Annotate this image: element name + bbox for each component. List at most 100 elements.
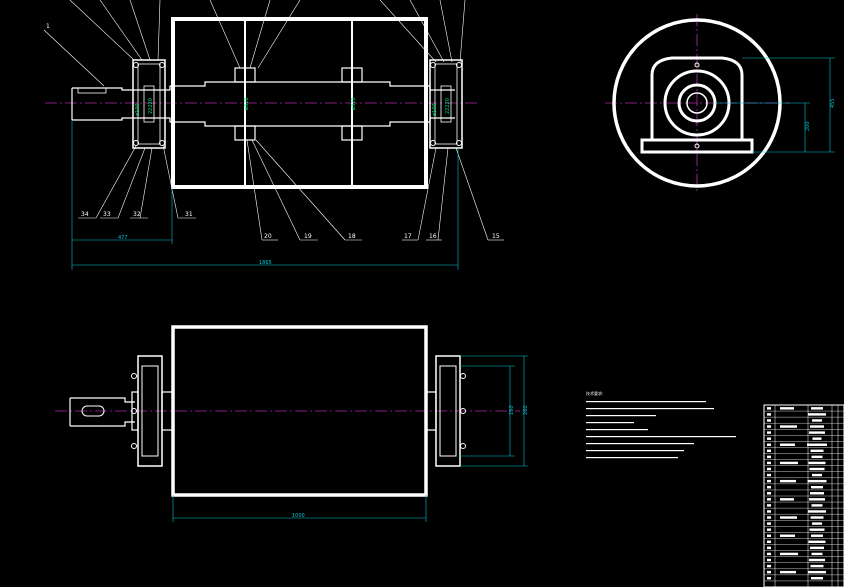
parts-row-name xyxy=(780,516,797,519)
pillow-block-base xyxy=(640,138,754,154)
dim-drum-width: 1000 xyxy=(292,513,305,519)
notes-title: 技术要求: xyxy=(586,390,603,396)
section-view: ø100 22220 ø100 22220 ø320 ø320 xyxy=(43,0,504,270)
parts-row-name xyxy=(780,425,797,428)
left-bearing-seat xyxy=(137,63,161,145)
parts-row-text xyxy=(808,570,826,574)
parts-row-text xyxy=(810,516,824,519)
plan-view: 150 280 1000 xyxy=(55,325,529,522)
parts-row-name xyxy=(780,552,798,556)
plan-left-collar xyxy=(161,391,174,431)
hub-right-bottom xyxy=(341,125,363,141)
parts-row-number xyxy=(767,528,771,531)
leader-lines-bottom xyxy=(78,139,504,241)
parts-row-name xyxy=(780,479,796,483)
bearing-label-hub-left: ø320 xyxy=(244,97,250,110)
parts-row-name xyxy=(780,461,798,465)
parts-row-text xyxy=(808,461,826,465)
drum-shell xyxy=(171,17,428,189)
parts-row-number xyxy=(767,461,771,465)
parts-row-number xyxy=(767,425,771,428)
parts-row-number xyxy=(767,552,771,556)
parts-list-rows xyxy=(764,407,844,582)
bearing-label-left-outer: ø100 xyxy=(135,103,141,116)
left-bolt-icon xyxy=(133,140,139,146)
parts-list xyxy=(763,404,844,587)
parts-row-text xyxy=(812,419,822,422)
parts-row-name xyxy=(780,443,795,446)
left-bolt-icon xyxy=(133,62,139,68)
parts-row-number xyxy=(767,546,771,550)
parts-row-number xyxy=(767,473,771,477)
balloon-17: 17 xyxy=(404,233,412,240)
parts-row-text xyxy=(811,485,823,489)
plan-right-block-inner xyxy=(439,365,457,457)
parts-row-text xyxy=(810,449,824,453)
parts-row-number xyxy=(767,467,771,471)
parts-row-number xyxy=(767,443,771,446)
technical-notes: 技术要求: xyxy=(586,390,736,459)
parts-row-number xyxy=(767,504,771,507)
parts-row-text xyxy=(809,558,825,562)
balloon-34: 34 xyxy=(81,211,89,218)
parts-row-name xyxy=(780,498,794,501)
parts-row-number xyxy=(767,485,771,489)
balloon-19: 19 xyxy=(304,233,312,240)
hub-right-top xyxy=(341,67,363,83)
plan-left-bolt-icon xyxy=(131,373,137,379)
parts-row-text xyxy=(810,546,824,550)
dim-housing-outer: 280 xyxy=(523,405,529,415)
parts-row-text xyxy=(808,413,826,416)
base-bolt-icon xyxy=(694,143,700,149)
dim-end-height: 200 xyxy=(805,121,811,131)
parts-row-number xyxy=(767,455,771,459)
parts-row-text xyxy=(808,540,826,544)
left-bolt-icon xyxy=(159,140,165,146)
balloon-31: 31 xyxy=(185,211,193,218)
bearing-label-left-inner: 22220 xyxy=(148,98,154,114)
parts-row-text xyxy=(809,498,825,501)
leader-lines-top xyxy=(43,0,466,87)
dimension-lines-top xyxy=(71,120,459,270)
hub-left-top xyxy=(234,67,256,83)
pillow-block-body xyxy=(650,56,744,140)
shaft-bottom-edge xyxy=(72,117,455,127)
right-bearing-seat xyxy=(434,63,458,145)
parts-row-text xyxy=(811,534,823,537)
bearing-label-hub-right: ø320 xyxy=(351,97,357,110)
balloon-32: 32 xyxy=(133,211,141,218)
dim-overall-length: 1865 xyxy=(259,260,272,266)
plan-right-bolt-icon xyxy=(460,373,466,379)
parts-row-number xyxy=(767,570,771,574)
bearing-label-right-inner: 22220 xyxy=(445,98,451,114)
parts-row-text xyxy=(812,473,822,477)
parts-row-text xyxy=(811,407,823,410)
parts-row-text xyxy=(809,528,825,531)
parts-row-text xyxy=(810,564,824,568)
dim-housing-inner: 150 xyxy=(509,405,515,415)
parts-row-number xyxy=(767,498,771,501)
dim-end-height-total: 455 xyxy=(830,98,836,108)
parts-row-number xyxy=(767,510,771,513)
notes-text-lines xyxy=(586,401,736,459)
parts-row-text xyxy=(809,431,825,434)
end-view-dimensions xyxy=(715,57,835,153)
dim-shaft-extension: 477 xyxy=(118,235,128,241)
parts-row-name xyxy=(780,407,794,410)
parts-row-number xyxy=(767,516,771,519)
parts-row-text xyxy=(811,504,823,507)
parts-row-number xyxy=(767,431,771,434)
parts-row-text xyxy=(811,552,823,556)
plan-right-bolt-icon xyxy=(460,408,466,414)
parts-row-number xyxy=(767,419,771,422)
plan-shaft-top xyxy=(70,397,135,403)
plan-right-bolt-icon xyxy=(460,443,466,449)
right-bearing-housing xyxy=(429,59,463,149)
parts-row-number xyxy=(767,534,771,537)
balloon-20: 20 xyxy=(264,233,272,240)
right-bolt-icon xyxy=(456,62,462,68)
parts-row-text xyxy=(812,522,822,525)
plan-dimensions xyxy=(172,355,528,522)
